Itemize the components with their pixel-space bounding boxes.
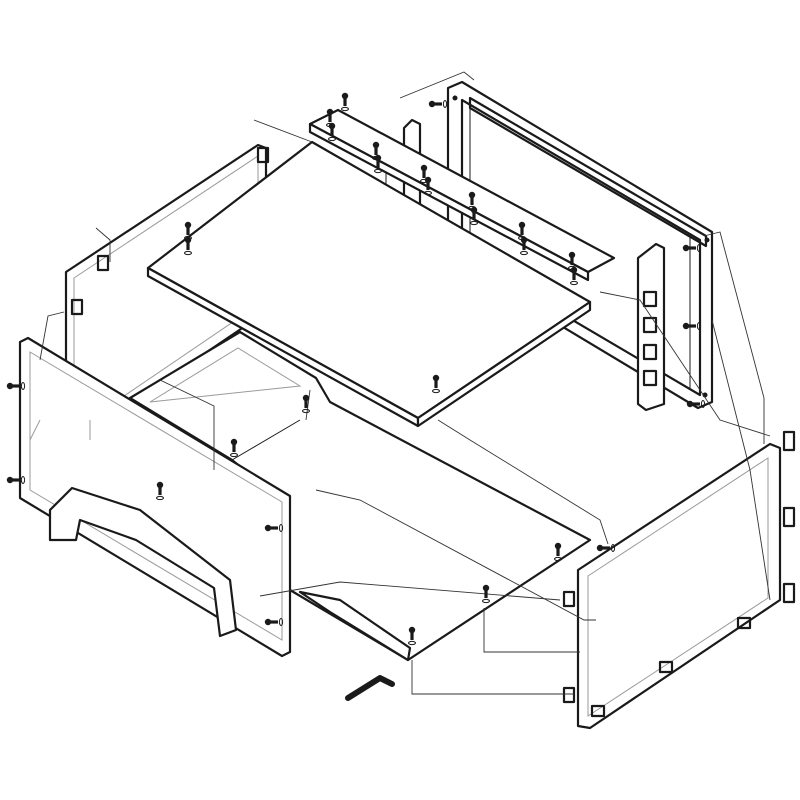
screw-icon <box>424 176 432 196</box>
screw-icon <box>682 322 702 330</box>
screw-icon <box>264 524 284 532</box>
screw-icon <box>570 266 578 286</box>
screw-icon <box>328 122 336 142</box>
screw-icon <box>6 476 26 484</box>
screw-icon <box>432 374 440 394</box>
screw-icon <box>341 92 349 112</box>
screw-icon <box>482 584 490 604</box>
screw-icon <box>6 382 26 390</box>
screw-icon <box>520 236 528 256</box>
front-panel <box>18 336 292 658</box>
screw-icon <box>156 481 164 501</box>
screw-group <box>6 92 706 646</box>
screw-icon <box>596 544 616 552</box>
screw-icon <box>302 394 310 414</box>
screw-icon <box>682 244 702 252</box>
screw-icon <box>230 438 238 458</box>
screw-icon <box>554 542 562 562</box>
screw-icon <box>470 206 478 226</box>
screw-icon <box>264 618 284 626</box>
top-cover-panel <box>146 140 592 428</box>
screw-icon <box>184 236 192 256</box>
screw-icon <box>428 100 448 108</box>
screw-icon <box>408 626 416 646</box>
screw-icon <box>374 154 382 174</box>
hex-key-icon <box>345 675 395 701</box>
leader-lines <box>39 71 771 695</box>
mounting-rail <box>636 242 666 412</box>
right-side-panel <box>562 430 796 730</box>
screw-icon <box>686 400 706 408</box>
hex-key-tool <box>345 675 395 701</box>
